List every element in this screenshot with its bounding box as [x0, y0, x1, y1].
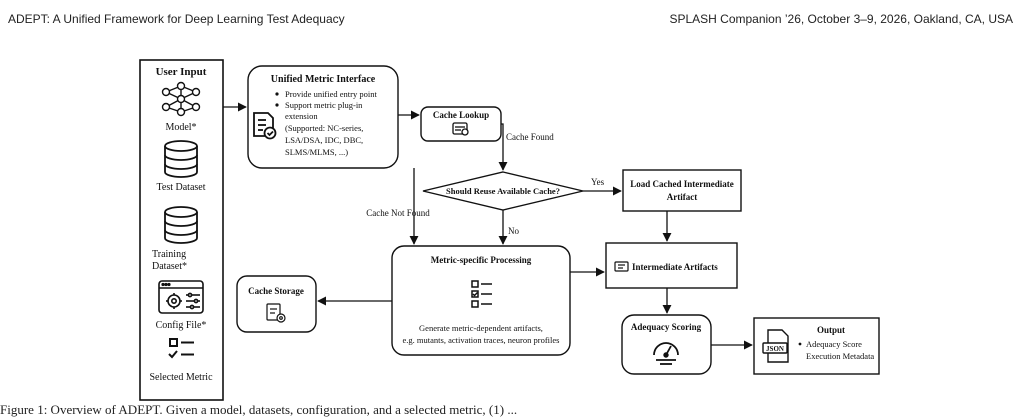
test-dataset-database-icon	[164, 140, 198, 178]
bullet-dot	[275, 103, 279, 107]
load-cached-artifact-box	[622, 169, 742, 212]
config-file-icon	[158, 280, 204, 314]
edge-label-yes: Yes	[591, 177, 605, 187]
training-dataset-label-line2: Dataset*	[152, 261, 187, 272]
intermediate-artifacts-title: Intermediate Artifacts	[632, 262, 718, 272]
running-header-title: ADEPT: A Unified Framework for Deep Lear…	[8, 12, 345, 26]
running-header-venue: SPLASH Companion ’26, October 3–9, 2026,…	[669, 12, 1013, 26]
cache-lookup-icon	[452, 122, 469, 136]
gauge-icon	[653, 342, 679, 365]
document-check-icon	[253, 112, 277, 140]
load-cached-line1: Load Cached Intermediate	[630, 179, 734, 189]
artifact-icon	[614, 261, 629, 272]
neural-network-icon	[161, 81, 201, 117]
output-title: Output	[817, 325, 845, 335]
interface-supported-line2: LSA/DSA, IDC, DBC,	[285, 135, 363, 145]
json-icon-label: JSON	[766, 345, 784, 353]
test-dataset-label: Test Dataset	[156, 182, 205, 193]
load-cached-line2: Artifact	[667, 192, 697, 202]
config-file-label: Config File*	[156, 320, 207, 331]
cache-lookup-title: Cache Lookup	[433, 110, 489, 120]
output-execution-metadata: Execution Metadata	[806, 351, 874, 361]
unified-metric-interface-box	[247, 65, 399, 169]
selected-metric-label: Selected Metric	[149, 372, 213, 383]
bullet-dot	[798, 342, 802, 346]
cache-storage-icon	[266, 303, 286, 323]
model-label: Model*	[165, 122, 196, 133]
interface-bullet-1: Provide unified entry point	[285, 89, 377, 99]
edge-label-cache-not-found: Cache Not Found	[366, 208, 430, 218]
adequacy-scoring-title: Adequacy Scoring	[631, 322, 702, 332]
edge-label-cache-found: Cache Found	[506, 132, 554, 142]
user-input-title: User Input	[156, 66, 207, 78]
bullet-dot	[275, 92, 279, 96]
unified-interface-title: Unified Metric Interface	[271, 74, 376, 85]
decision-label: Should Reuse Available Cache?	[446, 186, 560, 196]
edge-label-no: No	[508, 226, 519, 236]
json-file-icon	[762, 329, 789, 363]
output-adequacy-score: Adequacy Score	[806, 339, 862, 349]
processing-desc-line2: e.g. mutants, activation traces, neuron …	[403, 335, 560, 345]
checklist-clipboard-icon	[471, 280, 492, 308]
cache-storage-title: Cache Storage	[248, 286, 304, 296]
checklist-icon	[168, 338, 194, 359]
training-dataset-database-icon	[164, 206, 198, 244]
training-dataset-label-line1: Training	[152, 249, 186, 260]
processing-title: Metric-specific Processing	[431, 255, 532, 265]
interface-supported-line3: SLMS/MLMS, ...)	[285, 147, 348, 157]
figure-caption: Figure 1: Overview of ADEPT. Given a mod…	[0, 402, 518, 417]
arrow-lookup-to-decision	[498, 123, 508, 171]
interface-supported-line1: (Supported: NC-series,	[285, 123, 363, 133]
processing-desc-line1: Generate metric-dependent artifacts,	[419, 323, 543, 333]
interface-bullet-2-line1: Support metric plug-in	[285, 100, 363, 110]
interface-bullet-2-line2: extension	[285, 111, 318, 121]
